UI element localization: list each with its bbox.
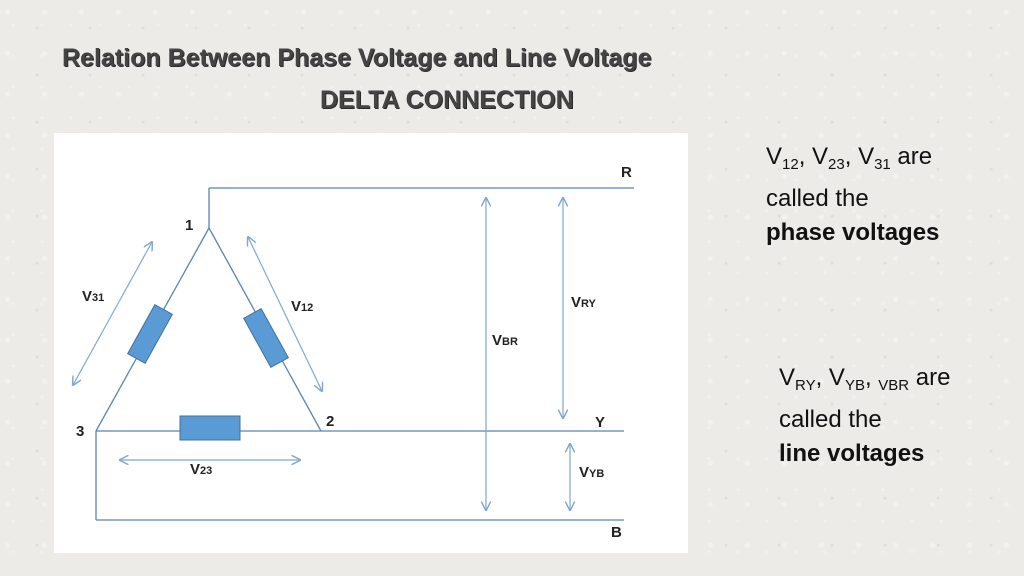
- phase-note-line-1: V12, V23, V31 are: [766, 143, 933, 173]
- page-title: Relation Between Phase Voltage and Line …: [62, 44, 652, 72]
- resistor-23: [179, 415, 241, 441]
- label-v23: V23: [190, 461, 212, 478]
- node-label-3: 3: [76, 423, 84, 440]
- arrow-v12: [248, 237, 322, 391]
- phase-note-line-2: called the: [766, 185, 869, 212]
- phase-note-emphasis: phase voltages: [766, 219, 940, 246]
- delta-connection-diagram: 1 2 3 R Y B V31 V12 V23 VBR VRY VYB: [54, 164, 634, 541]
- resistor-12: [242, 307, 290, 369]
- label-vyb: VYB: [579, 464, 604, 481]
- label-vbr: VBR: [492, 332, 518, 349]
- line-label-r: R: [621, 164, 632, 181]
- label-v31: V31: [82, 288, 104, 305]
- line-voltages-note: VRY, VYB, VBR are called the line voltag…: [779, 361, 951, 471]
- label-vry: VRY: [571, 294, 597, 311]
- line-note-line-1: VRY, VYB, VBR are: [779, 364, 951, 394]
- node-label-2: 2: [326, 413, 334, 430]
- label-v12: V12: [291, 298, 313, 315]
- delta-diagram-panel: 1 2 3 R Y B V31 V12 V23 VBR VRY VYB: [54, 133, 688, 553]
- phase-voltages-note: V12, V23, V31 are called the phase volta…: [766, 140, 939, 250]
- node-label-1: 1: [185, 217, 193, 234]
- line-label-y: Y: [595, 414, 605, 431]
- line-note-line-2: called the: [779, 406, 882, 433]
- arrow-v31: [73, 242, 152, 385]
- line-label-b: B: [611, 524, 622, 541]
- line-note-emphasis: line voltages: [779, 440, 925, 467]
- page-subtitle: DELTA CONNECTION: [320, 86, 574, 114]
- resistor-31: [126, 303, 174, 365]
